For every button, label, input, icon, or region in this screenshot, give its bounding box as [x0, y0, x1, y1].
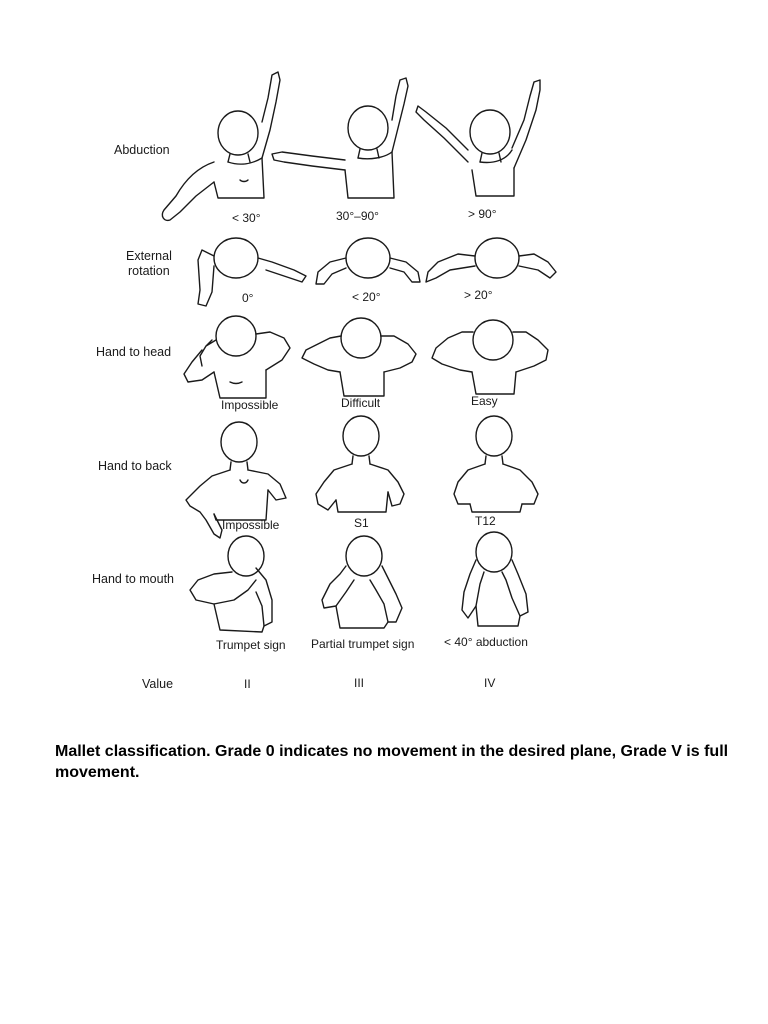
- abduction-figure-3: [415, 79, 541, 197]
- hand-to-back-figure-3: [453, 415, 539, 513]
- caption-hand-to-back-2: S1: [354, 516, 369, 530]
- caption-hand-to-mouth-1: Trumpet sign: [216, 638, 286, 652]
- figure-illustrations: [161, 71, 557, 633]
- hand-to-head-figure-1: [183, 315, 291, 399]
- caption-hand-to-head-1: Impossible: [221, 398, 279, 412]
- abduction-figure-2: [271, 77, 409, 199]
- caption-hand-to-mouth-3: < 40° abduction: [444, 635, 528, 649]
- caption-hand-to-back-1: Impossible: [222, 518, 280, 532]
- external-rotation-figure-2: [315, 237, 421, 285]
- row-label-abduction: Abduction: [114, 143, 170, 157]
- value-grade-3: IV: [484, 676, 496, 690]
- hand-to-head-figure-2: [301, 317, 417, 397]
- hand-to-mouth-figure-2: [321, 535, 403, 629]
- caption-hand-to-head-2: Difficult: [341, 396, 381, 410]
- value-grade-1: II: [244, 677, 251, 691]
- row-label-hand-to-head: Hand to head: [96, 345, 172, 359]
- row-label-external-rotation-line1: External: [126, 249, 172, 263]
- hand-to-mouth-figure-3: [461, 531, 529, 627]
- caption-hand-to-head-3: Easy: [471, 394, 498, 408]
- figure-caption: Mallet classification. Grade 0 indicates…: [55, 743, 729, 781]
- abduction-figure-1: [161, 71, 281, 222]
- mallet-diagram: Abduction External rotation Hand to head…: [92, 71, 557, 691]
- row-label-value: Value: [142, 677, 174, 691]
- value-grade-2: III: [354, 676, 365, 690]
- hand-to-back-figure-2: [315, 415, 405, 513]
- hand-to-head-figure-3: [431, 319, 549, 395]
- caption-abduction-2: 30°–90°: [336, 209, 379, 223]
- caption-abduction-1: < 30°: [232, 211, 261, 225]
- row-label-hand-to-back: Hand to back: [98, 459, 172, 473]
- hand-to-mouth-figure-1: [189, 535, 273, 633]
- caption-hand-to-back-3: T12: [475, 514, 496, 528]
- external-rotation-figure-3: [425, 237, 557, 283]
- caption-external-rotation-2: < 20°: [352, 290, 381, 304]
- caption-abduction-3: > 90°: [468, 207, 497, 221]
- external-rotation-figure-1: [197, 237, 307, 307]
- caption-hand-to-mouth-2: Partial trumpet sign: [311, 637, 415, 651]
- hand-to-back-figure-1: [185, 421, 287, 539]
- row-label-hand-to-mouth: Hand to mouth: [92, 572, 174, 586]
- caption-external-rotation-1: 0°: [242, 291, 254, 305]
- row-label-external-rotation-line2: rotation: [128, 264, 170, 278]
- caption-external-rotation-3: > 20°: [464, 288, 493, 302]
